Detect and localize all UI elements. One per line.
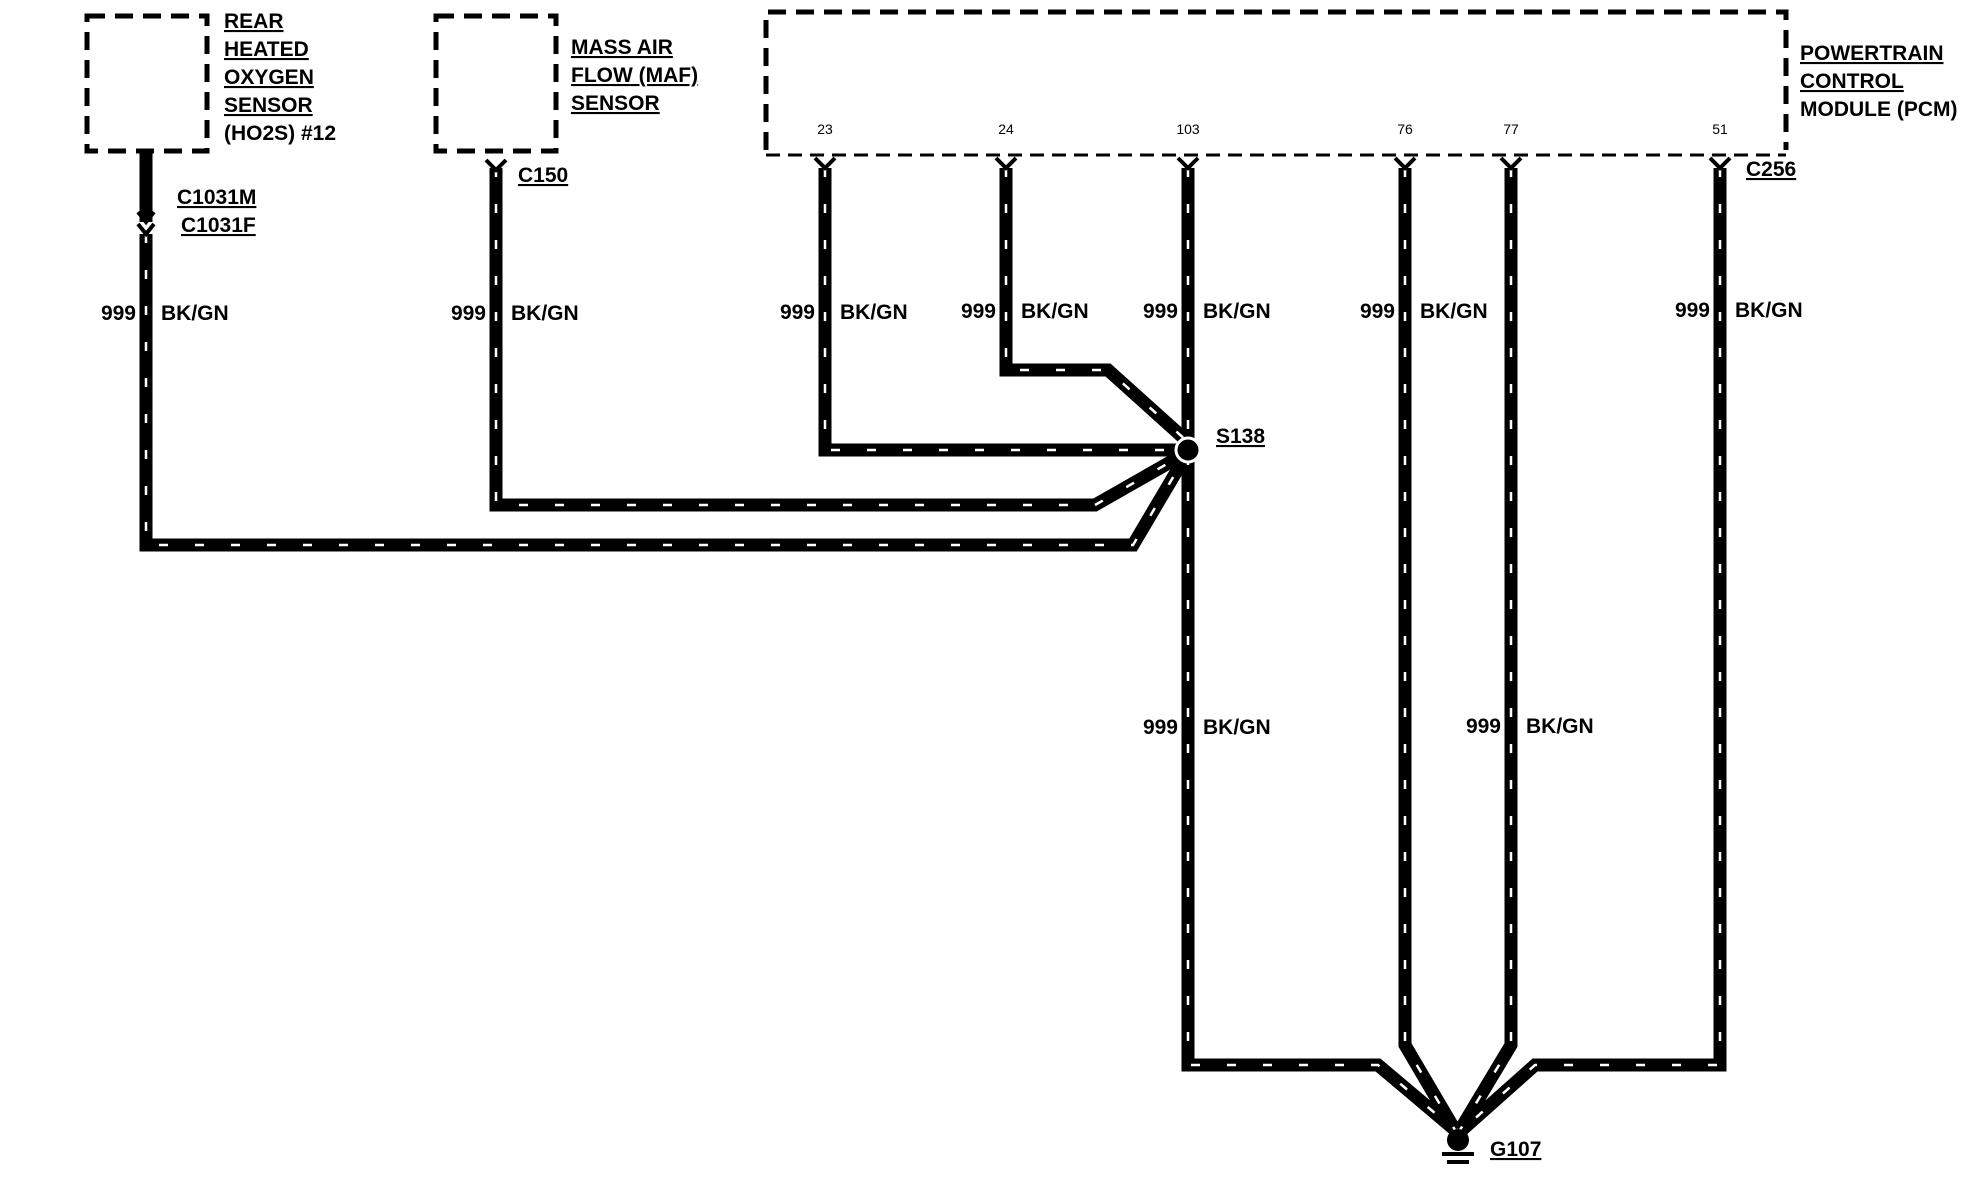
rear-ho2s-label-line: OXYGEN bbox=[224, 66, 314, 89]
wire-circuit-label: 999 bbox=[1143, 716, 1178, 739]
wire-color-label: BK/GN bbox=[1735, 299, 1803, 322]
wire-circuit-label: 999 bbox=[1360, 300, 1395, 323]
wire-circuit-label: 999 bbox=[101, 302, 136, 325]
pcm-pin-label: 76 bbox=[1397, 121, 1413, 137]
wire-color-label: BK/GN bbox=[161, 302, 229, 325]
pcm-box bbox=[763, 9, 1789, 150]
wire-stripe bbox=[144, 234, 1190, 547]
maf-label-line: FLOW (MAF) bbox=[571, 64, 698, 87]
pcm-pin-connector-icon bbox=[813, 156, 837, 171]
pcm-pin-connector-icon bbox=[1176, 156, 1200, 171]
pcm-pin-connector-icon bbox=[994, 156, 1018, 171]
wire-stripe bbox=[1403, 168, 1457, 1131]
wire-pcm-103 bbox=[1181, 168, 1460, 1135]
c256-label: C256 bbox=[1746, 158, 1796, 181]
splice-s138-icon bbox=[1174, 436, 1202, 464]
wire-circuit-label: 999 bbox=[1143, 300, 1178, 323]
wire-pcm-51 bbox=[1457, 168, 1727, 1135]
maf-label-line: MASS AIR bbox=[571, 36, 673, 59]
pcm-label-line: CONTROL bbox=[1800, 70, 1904, 93]
wire-color-label: BK/GN bbox=[1021, 300, 1089, 323]
wire-circuit-label: 999 bbox=[961, 300, 996, 323]
wire-stripes bbox=[144, 168, 1722, 1131]
wire-color-label: BK/GN bbox=[1420, 300, 1488, 323]
pcm-label: POWERTRAIN CONTROL MODULE (PCM) bbox=[1800, 42, 1957, 121]
wire-circuit-label: 999 bbox=[451, 302, 486, 325]
c256-connector-icon bbox=[1708, 156, 1732, 171]
rear-ho2s-box bbox=[84, 13, 210, 154]
pcm-pin-label: 103 bbox=[1176, 121, 1200, 137]
wire-circuit-label: 999 bbox=[1675, 299, 1710, 322]
pcm-pin-connector-icon bbox=[1393, 156, 1417, 171]
wire-color-label: BK/GN bbox=[840, 301, 908, 324]
c150-label: C150 bbox=[518, 164, 568, 187]
ground-label: G107 bbox=[1490, 1138, 1541, 1161]
pcm-label-line: POWERTRAIN bbox=[1800, 42, 1944, 65]
c1031m-label: C1031M bbox=[177, 186, 256, 209]
rear-ho2s-label-line: SENSOR bbox=[224, 94, 313, 117]
wire-stripe bbox=[1458, 168, 1513, 1131]
wire-pcm-23 bbox=[818, 168, 1188, 457]
pcm-pin-label: 77 bbox=[1503, 121, 1519, 137]
rear-ho2s-label-line: (HO2S) #12 bbox=[224, 122, 336, 145]
ground-g107-icon bbox=[1442, 1129, 1474, 1164]
wire-maf bbox=[489, 168, 1192, 512]
c1031f-label: C1031F bbox=[181, 214, 256, 237]
wire-color-label: BK/GN bbox=[1203, 300, 1271, 323]
wire-stripe bbox=[1004, 168, 1189, 443]
wire-color-label: BK/GN bbox=[1203, 716, 1271, 739]
wire-circuit-label: 999 bbox=[780, 301, 815, 324]
maf-label-line: SENSOR bbox=[571, 92, 660, 115]
wire-labels: 999 BK/GN 999 BK/GN 999 BK/GN 999 BK/GN … bbox=[101, 299, 1803, 739]
rear-ho2s-label: REAR HEATED OXYGEN SENSOR (HO2S) #12 bbox=[224, 10, 336, 145]
pcm-pin-label: 23 bbox=[817, 121, 833, 137]
pcm-pin-connector-icon bbox=[1499, 156, 1523, 171]
rear-ho2s-label-line: HEATED bbox=[224, 38, 309, 61]
maf-sensor-label: MASS AIR FLOW (MAF) SENSOR bbox=[571, 36, 698, 115]
pcm-pin-label: 51 bbox=[1712, 121, 1728, 137]
wire-color-label: BK/GN bbox=[1526, 715, 1594, 738]
c1031-connector-icon bbox=[136, 210, 156, 238]
wire-circuit-label: 999 bbox=[1466, 715, 1501, 738]
wire-color-label: BK/GN bbox=[511, 302, 579, 325]
splice-label: S138 bbox=[1216, 425, 1265, 448]
wires bbox=[139, 168, 1727, 1135]
wire-rear-ho2s bbox=[139, 234, 1194, 552]
maf-sensor-box bbox=[433, 13, 559, 154]
rear-ho2s-label-line: REAR bbox=[224, 10, 284, 33]
pcm-pin-label: 24 bbox=[998, 121, 1014, 137]
pcm-label-line: MODULE (PCM) bbox=[1800, 98, 1957, 121]
c150-connector-icon bbox=[484, 158, 508, 173]
